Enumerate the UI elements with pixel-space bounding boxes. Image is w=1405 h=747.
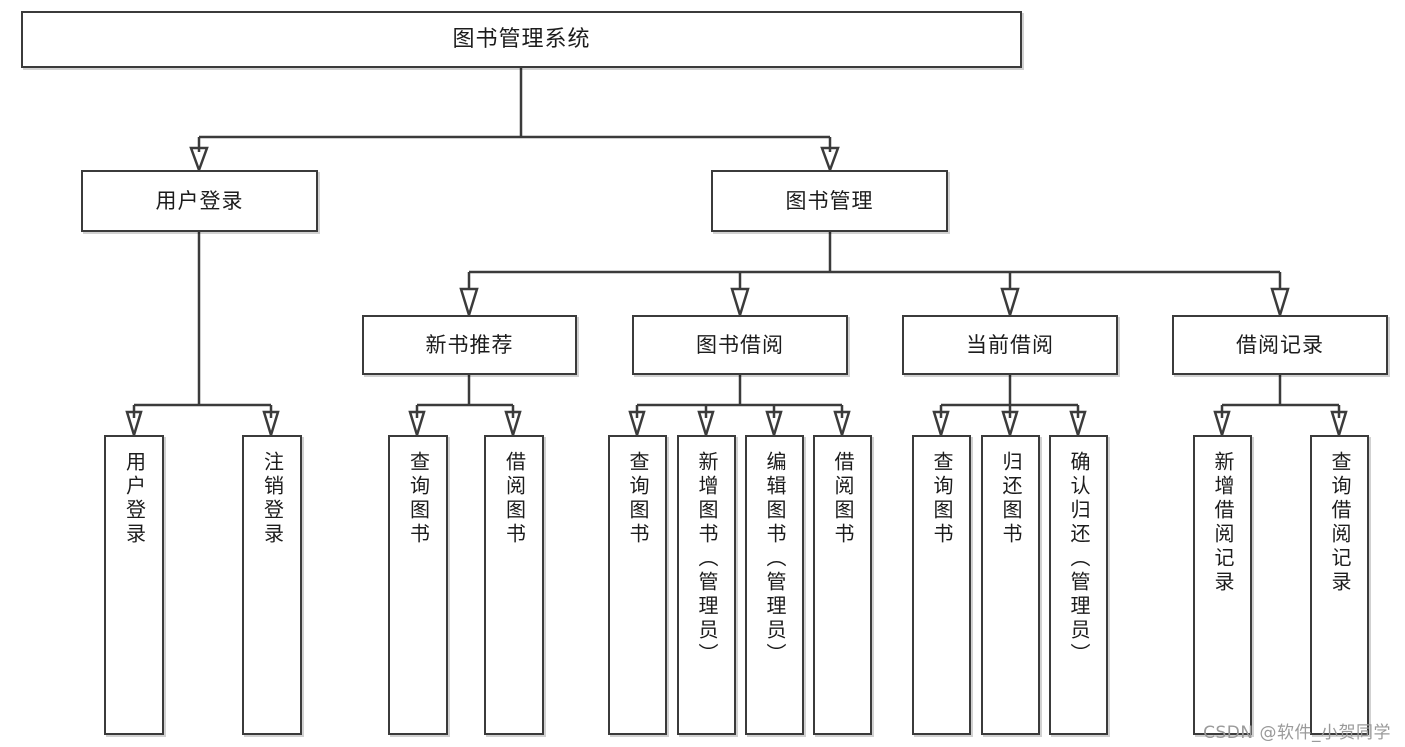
node-label: 借阅记录 <box>1236 332 1324 357</box>
node-label: 借阅图书 <box>502 451 527 547</box>
leaf-book-borrow-edit-book-admin[interactable]: 编辑图书（管理员） <box>745 435 804 735</box>
arrow-bookmgmt-child-3 <box>1000 287 1020 320</box>
arrow-bookmgmt-child-2 <box>730 287 750 320</box>
arrow-borrow-leaf-1 <box>628 410 646 440</box>
node-book-borrow[interactable]: 图书借阅 <box>632 315 848 375</box>
watermark: CSDN @软件_小贺同学 <box>1203 723 1391 743</box>
arrow-current-leaf-2 <box>1001 410 1019 440</box>
arrow-login-leaf-1 <box>125 410 143 440</box>
arrow-root-to-bookmgmt <box>820 146 840 174</box>
node-user-login[interactable]: 用户登录 <box>81 170 318 232</box>
arrow-current-leaf-1 <box>932 410 950 440</box>
leaf-user-login-logout[interactable]: 注销登录 <box>242 435 302 735</box>
node-label: 图书借阅 <box>696 332 784 357</box>
node-new-book-recommendation[interactable]: 新书推荐 <box>362 315 577 375</box>
node-label: 用户登录 <box>122 451 147 547</box>
node-label: 确认归还（管理员） <box>1067 451 1091 667</box>
node-label: 查询图书 <box>626 451 650 547</box>
node-label: 新书推荐 <box>425 332 514 357</box>
node-label: 注销登录 <box>260 451 285 547</box>
arrow-login-leaf-2 <box>262 410 280 440</box>
node-label: 编辑图书（管理员） <box>763 451 787 667</box>
leaf-borrow-record-query-record[interactable]: 查询借阅记录 <box>1310 435 1369 735</box>
arrow-record-leaf-2 <box>1330 410 1348 440</box>
node-label: 当前借阅 <box>966 332 1054 357</box>
node-label: 归还图书 <box>999 451 1023 547</box>
leaf-current-borrow-confirm-return-admin[interactable]: 确认归还（管理员） <box>1049 435 1108 735</box>
leaf-user-login-login[interactable]: 用户登录 <box>104 435 164 735</box>
leaf-borrow-record-add-record[interactable]: 新增借阅记录 <box>1193 435 1252 735</box>
leaf-new-book-borrow-book[interactable]: 借阅图书 <box>484 435 544 735</box>
leaf-book-borrow-add-book-admin[interactable]: 新增图书（管理员） <box>677 435 736 735</box>
node-borrow-record[interactable]: 借阅记录 <box>1172 315 1388 375</box>
arrow-borrow-leaf-2 <box>697 410 715 440</box>
arrow-bookmgmt-child-4 <box>1270 287 1290 320</box>
node-label: 查询图书 <box>930 451 954 547</box>
node-label: 借阅图书 <box>831 451 855 547</box>
arrow-record-leaf-1 <box>1213 410 1231 440</box>
node-label: 查询图书 <box>406 451 431 547</box>
node-current-borrow[interactable]: 当前借阅 <box>902 315 1118 375</box>
node-root-book-management-system[interactable]: 图书管理系统 <box>21 11 1022 68</box>
arrow-borrow-leaf-3 <box>765 410 783 440</box>
node-label: 用户登录 <box>155 188 244 213</box>
leaf-current-borrow-return-book[interactable]: 归还图书 <box>981 435 1040 735</box>
arrow-current-leaf-3 <box>1069 410 1087 440</box>
arrow-borrow-leaf-4 <box>833 410 851 440</box>
leaf-book-borrow-query-book[interactable]: 查询图书 <box>608 435 667 735</box>
node-label: 查询借阅记录 <box>1328 451 1352 595</box>
arrow-root-to-login <box>189 146 209 174</box>
arrow-bookmgmt-child-1 <box>459 287 479 320</box>
node-label: 新增借阅记录 <box>1211 451 1235 595</box>
arrow-newbook-leaf-1 <box>408 410 426 440</box>
node-label: 图书管理系统 <box>452 26 591 52</box>
node-label: 图书管理 <box>785 188 874 213</box>
leaf-book-borrow-borrow-book[interactable]: 借阅图书 <box>813 435 872 735</box>
leaf-new-book-query-book[interactable]: 查询图书 <box>388 435 448 735</box>
leaf-current-borrow-query-book[interactable]: 查询图书 <box>912 435 971 735</box>
node-label: 新增图书（管理员） <box>695 451 719 667</box>
arrow-newbook-leaf-2 <box>504 410 522 440</box>
node-book-management[interactable]: 图书管理 <box>711 170 948 232</box>
